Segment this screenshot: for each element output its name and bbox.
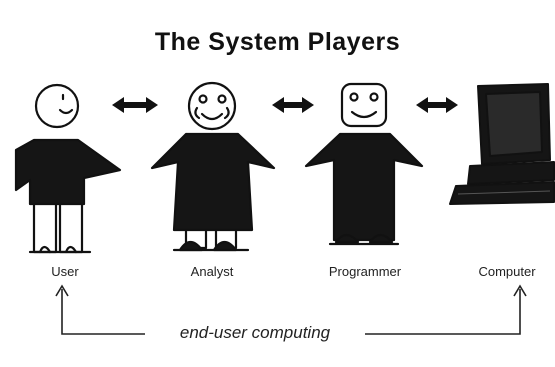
label-computer: Computer xyxy=(478,264,536,279)
arrow-programmer-computer xyxy=(416,97,458,113)
computer-figure xyxy=(449,83,555,205)
label-programmer: Programmer xyxy=(328,264,402,279)
diagram-title: The System Players xyxy=(154,28,401,56)
user-figure xyxy=(14,83,122,254)
end-user-connector xyxy=(55,284,527,335)
label-analyst: Analyst xyxy=(190,264,234,279)
connector-label: end-user computing xyxy=(179,323,331,342)
arrow-user-analyst xyxy=(112,97,158,113)
arrow-analyst-programmer xyxy=(272,97,314,113)
programmer-figure xyxy=(304,82,424,246)
label-user: User xyxy=(51,264,79,279)
analyst-figure xyxy=(150,81,276,252)
